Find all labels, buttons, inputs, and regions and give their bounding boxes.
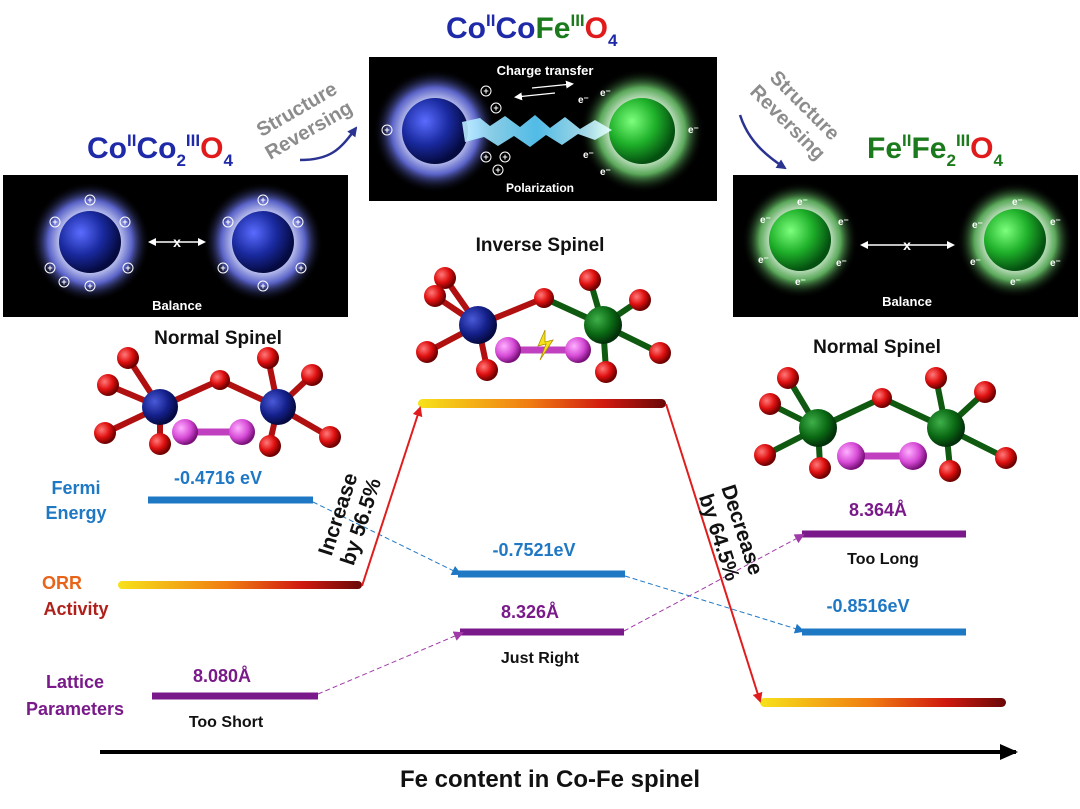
svg-text:+: +: [260, 281, 265, 291]
decrease-arrow: [665, 403, 763, 703]
svg-text:+: +: [298, 263, 303, 273]
svg-text:Energy: Energy: [45, 503, 106, 523]
svg-text:+: +: [87, 195, 92, 205]
fermi-value-2: -0.7521eV: [492, 540, 575, 560]
svg-text:Lattice: Lattice: [46, 672, 104, 692]
cobalt-ion: [59, 211, 121, 273]
svg-text:e⁻: e⁻: [1010, 277, 1021, 288]
svg-text:Balance: Balance: [882, 294, 932, 309]
svg-text:Activity: Activity: [43, 599, 108, 619]
increase-annotation: Increase by 56.5%: [314, 470, 386, 568]
spinel-label-right: Normal Spinel: [813, 337, 941, 358]
svg-text:CoIICo2IIIO4: CoIICo2IIIO4: [87, 131, 233, 170]
svg-text:e⁻: e⁻: [1050, 258, 1061, 269]
svg-text:+: +: [384, 125, 389, 135]
svg-text:CoIICoFeIIIO4: CoIICoFeIIIO4: [446, 11, 618, 50]
svg-text:x: x: [903, 237, 911, 253]
svg-text:+: +: [220, 263, 225, 273]
iron-ion: [984, 209, 1046, 271]
svg-text:+: +: [125, 263, 130, 273]
svg-text:+: +: [483, 86, 488, 96]
svg-text:e⁻: e⁻: [838, 217, 849, 228]
svg-text:e⁻: e⁻: [1050, 217, 1061, 228]
svg-text:e⁻: e⁻: [760, 215, 771, 226]
svg-text:e⁻: e⁻: [758, 255, 769, 266]
lattice-levels: 8.080Å 8.326Å 8.364Å Too Short Just Righ…: [152, 500, 966, 731]
spinel-label-middle: Inverse Spinel: [476, 235, 605, 256]
svg-text:e⁻: e⁻: [970, 257, 981, 268]
svg-text:+: +: [260, 195, 265, 205]
cobalt-ion: [232, 211, 294, 273]
row-label-lattice: Lattice Parameters: [26, 672, 124, 719]
increase-arrow: [361, 406, 423, 587]
fermi-value-1: -0.4716 eV: [174, 468, 262, 488]
reversing-arrow-right: [738, 114, 787, 170]
svg-text:+: +: [122, 217, 127, 227]
svg-text:x: x: [173, 234, 181, 250]
decrease-annotation: Decrease by 64.5%: [694, 482, 767, 584]
svg-text:e⁻: e⁻: [797, 197, 808, 208]
row-label-orr: ORR Activity: [42, 573, 109, 619]
panel-middle: Charge transfer Polarization ++++++ e⁻e⁻…: [369, 57, 717, 201]
lattice-value-1: 8.080Å: [193, 666, 251, 686]
orr-bar-1: [118, 581, 362, 589]
panel-left: x Balance + + + + + + + + + + + + +: [3, 175, 348, 317]
molecule-middle: [416, 267, 671, 383]
row-label-fermi: Fermi Energy: [45, 478, 106, 523]
svg-text:+: +: [225, 217, 230, 227]
svg-text:Charge transfer: Charge transfer: [497, 63, 594, 78]
lattice-note-1: Too Short: [189, 714, 264, 731]
iron-ion: [609, 98, 675, 164]
svg-text:Parameters: Parameters: [26, 699, 124, 719]
structure-reversing-left: Structure Reversing: [253, 78, 356, 164]
molecule-left: [94, 347, 341, 457]
svg-text:FeIIFe2IIIO4: FeIIFe2IIIO4: [867, 131, 1003, 170]
lightning-icon: [537, 329, 554, 361]
cobalt-ion: [402, 98, 468, 164]
svg-text:+: +: [61, 277, 66, 287]
lattice-note-3: Too Long: [847, 551, 919, 568]
formula-left: CoIICo2IIIO4: [87, 131, 233, 170]
svg-text:+: +: [483, 152, 488, 162]
fermi-levels: -0.4716 eV -0.7521eV -0.8516eV: [148, 468, 966, 636]
lattice-note-2: Just Right: [501, 650, 580, 667]
svg-text:Polarization: Polarization: [506, 181, 574, 195]
svg-text:Balance: Balance: [152, 298, 202, 313]
svg-text:+: +: [52, 217, 57, 227]
orr-bar-2: [418, 399, 666, 408]
lattice-value-2: 8.326Å: [501, 602, 559, 622]
svg-text:e⁻: e⁻: [600, 88, 611, 99]
svg-text:e⁻: e⁻: [600, 167, 611, 178]
svg-text:e⁻: e⁻: [972, 220, 983, 231]
positive-charges: [44, 194, 307, 292]
svg-text:ORR: ORR: [42, 573, 82, 593]
svg-text:+: +: [295, 217, 300, 227]
panel-right: x Balance e⁻ e⁻ e⁻ e⁻ e⁻ e⁻ e⁻ e⁻ e⁻ e⁻ e⁻ e⁻: [733, 175, 1078, 317]
charge-transfer-bolt: [462, 115, 612, 147]
iron-ion: [769, 209, 831, 271]
svg-text:+: +: [47, 263, 52, 273]
x-axis-label: Fe content in Co-Fe spinel: [400, 766, 700, 793]
svg-text:e⁻: e⁻: [578, 95, 589, 106]
spinel-label-left: Normal Spinel: [154, 328, 282, 349]
svg-text:e⁻: e⁻: [795, 277, 806, 288]
svg-text:+: +: [495, 165, 500, 175]
formula-middle: CoIICoFeIIIO4: [446, 11, 618, 50]
fermi-value-3: -0.8516eV: [826, 596, 909, 616]
orr-bar-3: [760, 698, 1006, 707]
svg-text:+: +: [87, 281, 92, 291]
svg-text:e⁻: e⁻: [583, 150, 594, 161]
svg-text:+: +: [493, 103, 498, 113]
svg-text:e⁻: e⁻: [688, 125, 699, 136]
svg-text:e⁻: e⁻: [836, 258, 847, 269]
svg-text:Fermi: Fermi: [51, 478, 100, 498]
formula-right: FeIIFe2IIIO4: [867, 131, 1003, 170]
reversing-arrow-left: [299, 126, 358, 162]
lattice-value-3: 8.364Å: [849, 500, 907, 520]
svg-text:e⁻: e⁻: [1012, 197, 1023, 208]
molecule-right: [754, 367, 1017, 482]
svg-text:+: +: [502, 152, 507, 162]
